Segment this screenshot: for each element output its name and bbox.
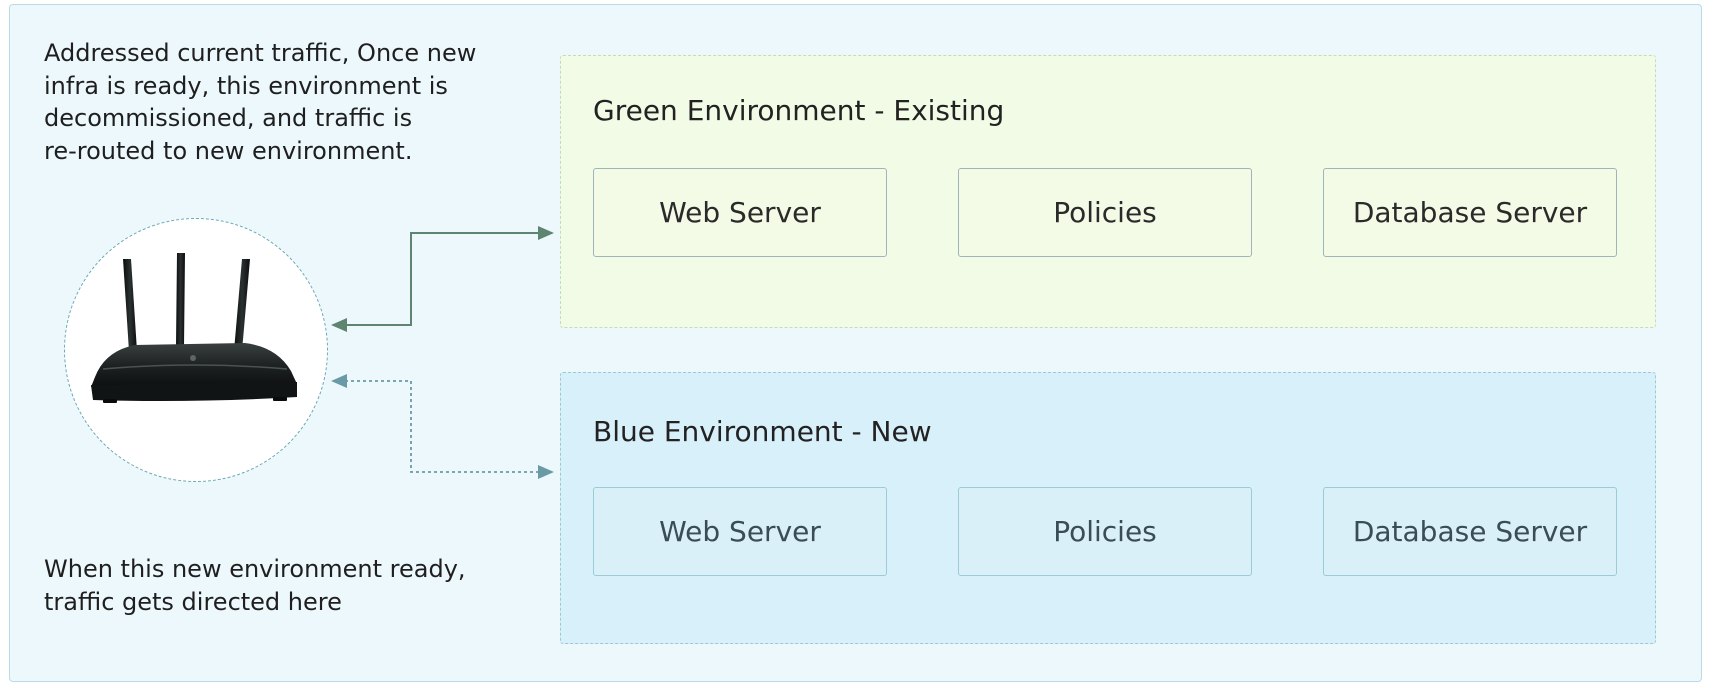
note-line: Addressed current traffic, Once new	[44, 39, 477, 67]
blue-environment-title: Blue Environment - New	[593, 415, 932, 448]
blue-environment: Blue Environment - New Web Server Polici…	[560, 372, 1656, 644]
green-environment-note: Addressed current traffic, Once new infr…	[44, 37, 476, 167]
green-policies: Policies	[958, 168, 1252, 257]
green-database-server: Database Server	[1323, 168, 1617, 257]
green-environment: Green Environment - Existing Web Server …	[560, 55, 1656, 328]
router-node	[64, 218, 328, 482]
green-web-server: Web Server	[593, 168, 887, 257]
note-line: re-routed to new environment.	[44, 136, 413, 165]
blue-policies: Policies	[958, 487, 1252, 576]
note-line: infra is ready, this environment is	[44, 71, 448, 100]
green-environment-title: Green Environment - Existing	[593, 94, 1005, 127]
wifi-router-icon	[91, 253, 297, 403]
blue-database-server: Database Server	[1323, 487, 1617, 576]
blue-environment-note: When this new environment ready, traffic…	[44, 553, 466, 618]
blue-connector	[331, 374, 554, 479]
note-line: traffic gets directed here	[44, 587, 342, 616]
note-line: decommissioned, and traffic is	[44, 104, 413, 132]
green-connector	[331, 226, 554, 332]
blue-web-server: Web Server	[593, 487, 887, 576]
note-line: When this new environment ready,	[44, 555, 466, 583]
